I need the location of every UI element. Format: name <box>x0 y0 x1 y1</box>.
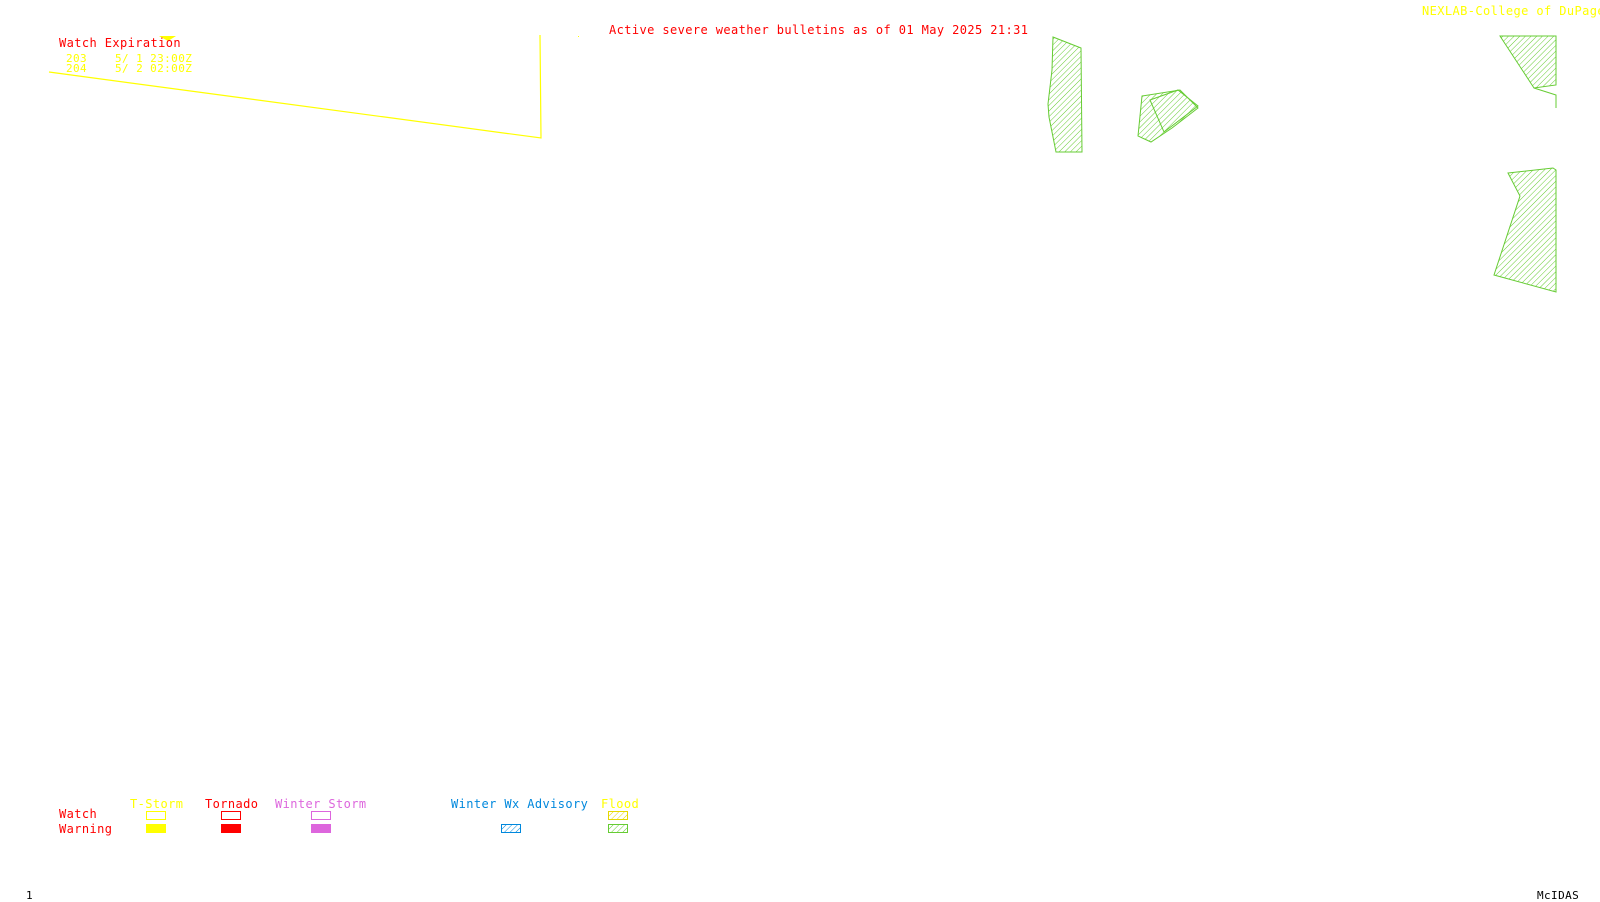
legend-tornado-warning-swatch <box>221 824 241 833</box>
legend-label-winter-storm: Winter Storm <box>275 797 367 811</box>
legend-label-flood: Flood <box>601 797 640 811</box>
legend-winter-wx-advisory-swatch <box>501 824 521 833</box>
flood-warning-polygon <box>1533 87 1557 108</box>
frame-number: 1 <box>26 889 34 902</box>
legend-flood-watch-swatch <box>608 811 628 820</box>
watch-expiry-time: 5/ 2 02:00Z <box>115 62 193 75</box>
flood-warning-polygon <box>1047 36 1083 153</box>
tstorm-watch-outline <box>48 34 542 139</box>
software-label: McIDAS <box>1537 889 1580 902</box>
legend-winter-storm-warning-swatch <box>311 824 331 833</box>
watch-number: 203 <box>66 52 88 65</box>
watch-number: 204 <box>66 62 88 75</box>
legend-winter-storm-watch-swatch <box>311 811 331 820</box>
legend-label-tstorm: T-Storm <box>130 797 184 811</box>
flood-warning-polygon <box>1493 167 1557 293</box>
flood-warning-polygon <box>1499 35 1557 89</box>
legend-tornado-watch-swatch <box>221 811 241 820</box>
watch-expiry-time: 5/ 1 23:00Z <box>115 52 193 65</box>
legend-tstorm-watch-swatch <box>146 811 166 820</box>
bulletin-title: Active severe weather bulletins as of 01… <box>609 23 1029 37</box>
watch-expiration-heading: Watch Expiration <box>59 36 181 50</box>
watch-dot <box>578 36 579 37</box>
watch-marker <box>159 36 176 41</box>
flood-warning-polygon <box>1137 89 1199 143</box>
legend-label-tornado: Tornado <box>205 797 259 811</box>
flood-warning-polygon <box>1149 89 1199 133</box>
legend-row-label-warning: Warning <box>59 822 113 836</box>
legend-label-winter-wx-advisory: Winter Wx Advisory <box>451 797 589 811</box>
legend-flood-warning-swatch <box>608 824 628 833</box>
credit-label: NEXLAB-College of DuPage R <box>1422 4 1600 18</box>
legend-row-label-watch: Watch <box>59 807 98 821</box>
legend-tstorm-warning-swatch <box>146 824 166 833</box>
